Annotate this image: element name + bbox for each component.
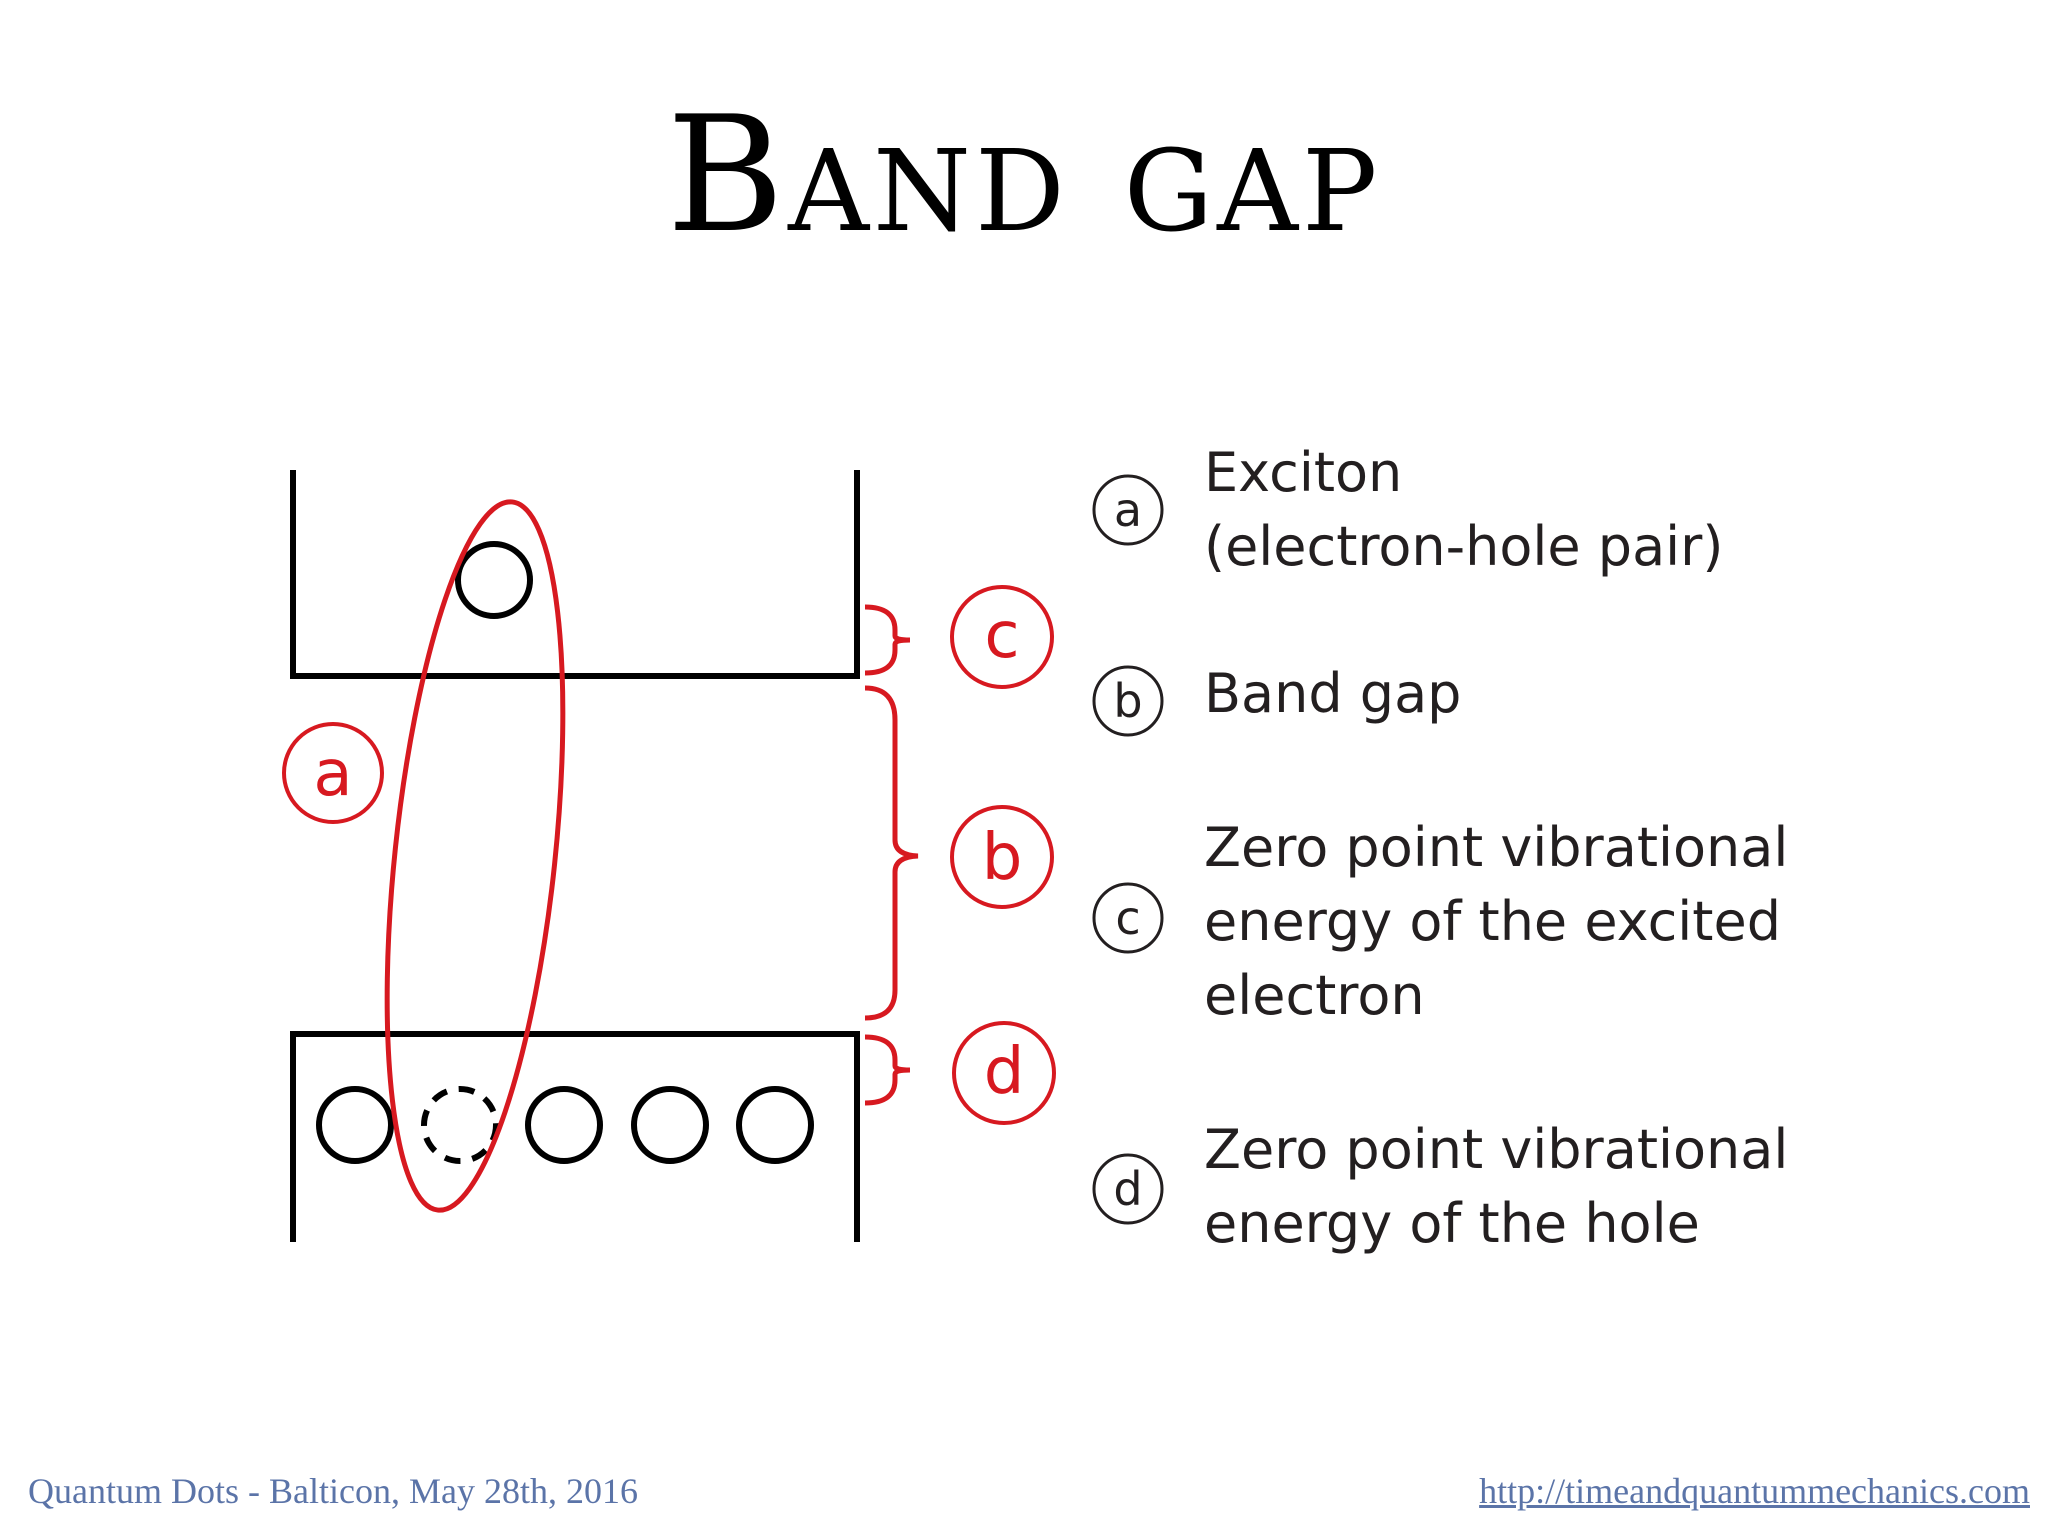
marker-b-label: b [982,821,1023,895]
legend-text-line: electron [1204,964,1425,1027]
valence-band [290,1031,860,1242]
band-gap-marker: b [950,805,1054,909]
legend-marker-c: c [1115,891,1140,945]
legend-marker-b: b [1113,674,1142,728]
brace-b [864,685,919,1021]
legend-item-zero-point-hole: d Zero point vibrational energy of the h… [1092,1118,1788,1255]
legend-marker-d: d [1113,1162,1142,1216]
footer-link[interactable]: http://timeandquantummechanics.com [1479,1471,2030,1511]
legend: a Exciton (electron-hole pair) b Band ga… [1092,441,1788,1255]
brace-c [864,604,911,676]
exciton-ellipse [384,499,566,1213]
slide-title: Band gap [666,81,1382,268]
marker-a-label: a [313,737,352,811]
hole [421,1086,499,1164]
legend-text-line: Band gap [1204,662,1461,725]
footer-event: Quantum Dots - Balticon, May 28th, 2016 [28,1471,638,1511]
marker-d-label: d [984,1035,1025,1109]
legend-text-line: (electron-hole pair) [1204,515,1723,578]
legend-text-line: Zero point vibrational [1204,1118,1788,1181]
excited-electron [455,541,533,619]
exciton-marker: a [282,722,384,824]
marker-c-label: c [984,599,1019,673]
valence-electron [631,1086,709,1164]
legend-text-line: Exciton [1204,441,1402,504]
legend-item-exciton: a Exciton (electron-hole pair) [1092,441,1723,578]
legend-text-line: energy of the excited [1204,890,1781,953]
valence-electron [525,1086,603,1164]
brace-d [864,1034,911,1106]
legend-item-zero-point-electron: c Zero point vibrational energy of the e… [1092,816,1788,1027]
legend-item-band-gap: b Band gap [1092,662,1461,737]
legend-text-line: Zero point vibrational [1204,816,1788,879]
conduction-band [290,470,860,679]
valence-electron [736,1086,814,1164]
valence-electron [316,1086,394,1164]
legend-marker-a: a [1114,483,1142,537]
zero-point-hole-marker: d [952,1021,1056,1125]
legend-text-line: energy of the hole [1204,1192,1700,1255]
zero-point-electron-marker: c [950,585,1054,689]
